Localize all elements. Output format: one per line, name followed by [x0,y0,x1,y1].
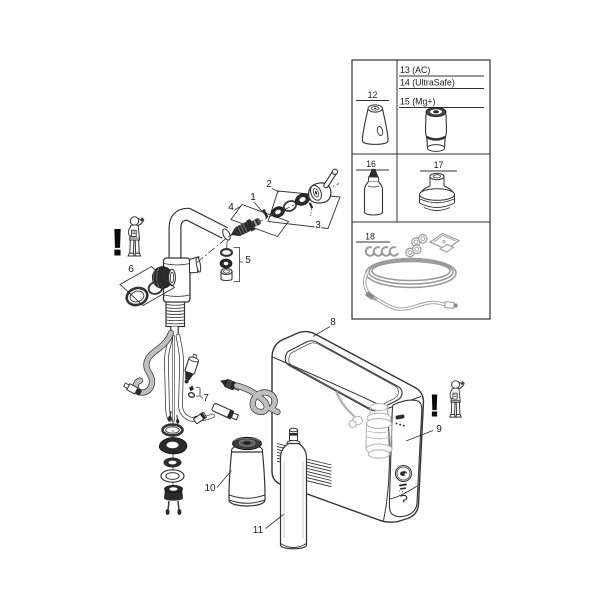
warning-person-icon [449,380,465,418]
mousseur [230,218,262,237]
cooler-top-mesh [284,340,403,412]
cooler-unit [271,330,425,523]
callout-9: 9 [436,424,442,435]
cooler-button [394,464,413,483]
callout-labels: 1 2 3 4 5 6 7 8 9 10 11 [127,178,444,538]
table-cell-18: 18 [356,232,461,311]
table-cell-13-15: 13 (AC) 14 (UltraSafe) 15 (Mg+) [399,65,484,152]
table-cell-12: 12 [356,90,389,145]
callout-leaders [232,188,280,214]
callout-10: 10 [204,483,216,494]
filter-head-ghost [335,391,393,459]
table-label-15: 15 (Mg+) [400,97,436,107]
co2-bottle [279,427,308,550]
filter-cartridge [228,436,266,507]
elbow-fitting [193,411,207,425]
table-label-16: 16 [366,159,376,169]
callout-8: 8 [330,317,336,328]
tap-icon [400,494,408,503]
parts-table: 12 13 (AC) 14 (UltraSafe) 15 (Mg+) [351,59,491,320]
mounting-hardware [158,419,188,515]
warning-exclamation-icon: ! [429,388,439,423]
part7-seals [187,385,204,399]
brand-mark [399,483,407,493]
seal-ring [271,206,285,218]
callout-3: 3 [315,220,321,231]
connector-pair [405,244,422,258]
retainer-pin [262,209,269,219]
part6-orings [119,265,176,307]
indicator-dots [395,422,405,427]
callout-6: 6 [128,264,134,275]
callout-1: 1 [250,192,256,203]
cooler-front-panel [388,399,423,518]
filter-head-17-image [419,172,455,211]
callout-4: 4 [228,202,234,213]
part5-fastener-set [219,247,243,282]
faucet-spout [168,207,231,303]
cartridge-13-15-image [424,107,448,152]
lever-handle [308,168,339,204]
faucet-hoses [123,333,212,425]
callout-7: 7 [203,393,209,404]
angle-adapter [211,403,240,421]
table-cell-16: 16 [356,159,389,216]
warning-exclamation-icon: ! [111,222,123,263]
table-cell-17: 17 [419,160,457,211]
callout-leaders [216,326,434,529]
cartridge-12-image [361,104,389,145]
hose-tip [176,414,180,424]
hose-tip [167,410,172,422]
faucet-assembly [119,207,241,515]
status-bar-icon [395,414,405,420]
bottle-16-image [363,168,384,216]
callout-5: 5 [245,255,251,266]
hose-fitting [123,382,143,396]
check-valve [184,353,200,384]
handle-screw [308,202,314,209]
table-label-13: 13 (AC) [400,65,430,75]
seal-ring [295,193,310,206]
table-label-12: 12 [368,90,378,100]
table-label-18: 18 [365,232,375,242]
mounting-clamp [428,232,461,253]
table-label-17: 17 [434,160,444,170]
table-label-14: 14 (UltraSafe) [400,78,455,88]
hose-kit-18-image [363,232,461,311]
spout-aerator-exploded [196,168,341,282]
callout-2: 2 [266,179,272,190]
warning-person-icon [127,216,145,257]
callout-11: 11 [253,525,264,536]
